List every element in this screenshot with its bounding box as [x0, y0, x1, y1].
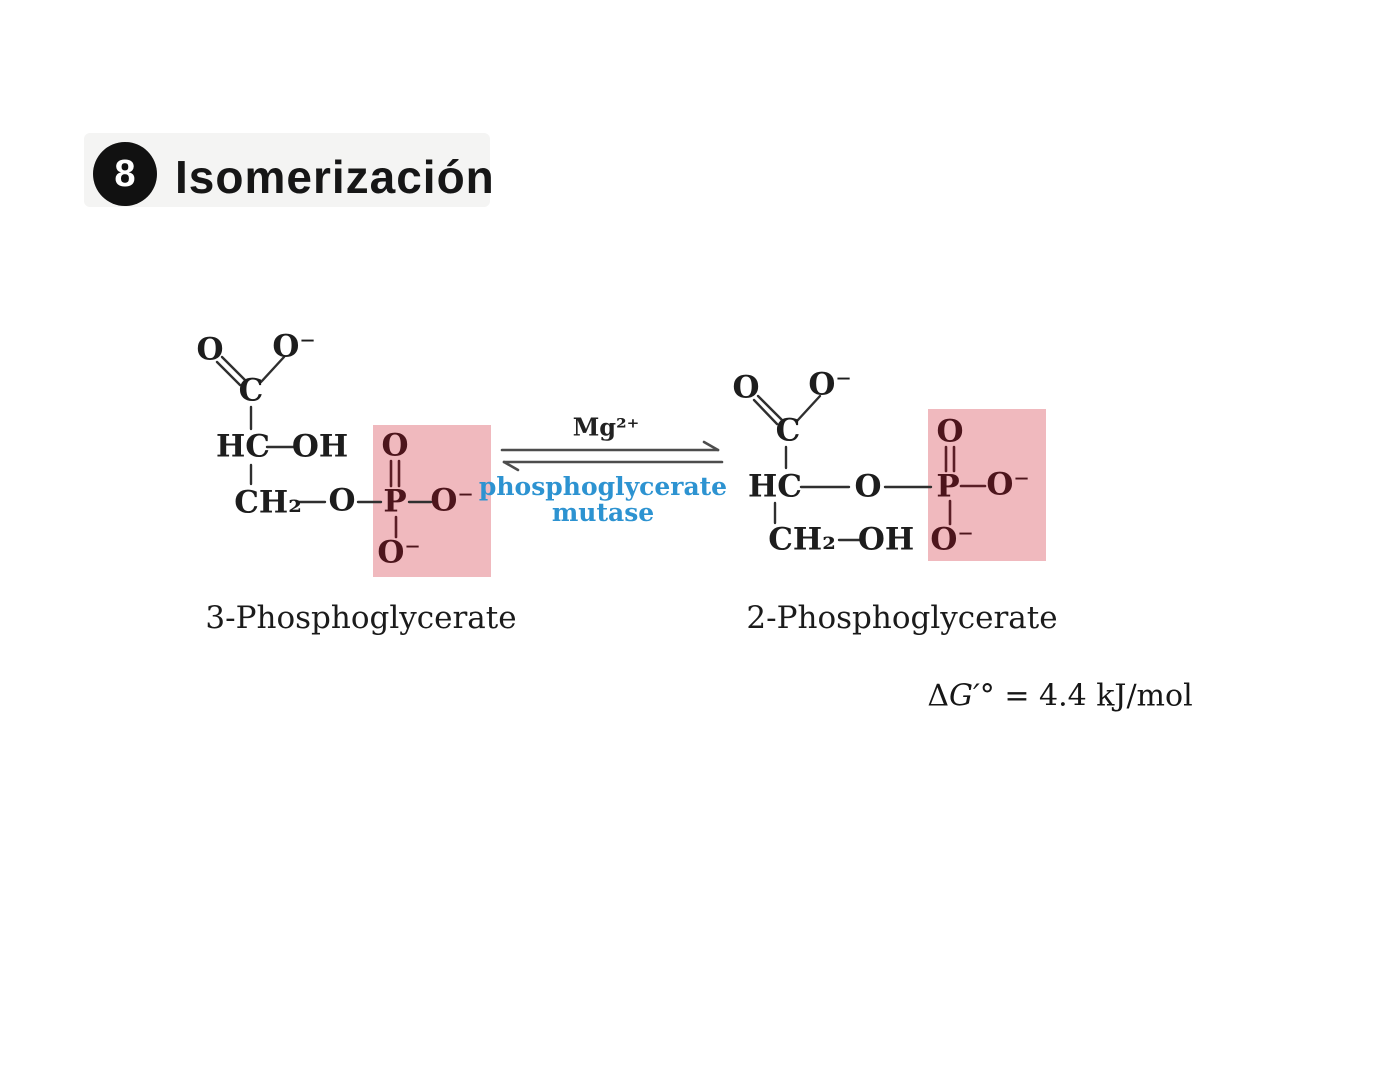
left-molecule-name: 3-Phosphoglycerate	[205, 600, 517, 636]
right-phosphate-bonds	[944, 445, 987, 526]
left-p-atom: P	[383, 483, 407, 520]
right-carbonyl-o-atom: O	[732, 369, 760, 406]
right-po-right-atom: O⁻	[986, 466, 1030, 503]
right-po-bottom-atom: O⁻	[930, 521, 974, 558]
right-oh-atom: OH	[857, 521, 915, 558]
delta-g-value: = 4.4 kJ/mol	[994, 678, 1193, 714]
enzyme-line2: mutase	[551, 498, 655, 527]
delta-symbol: Δ	[927, 678, 950, 714]
right-p-atom: P	[936, 468, 960, 505]
step-title: Isomerización	[175, 151, 495, 203]
right-ester-o-atom: O	[854, 468, 882, 505]
enzyme-line1: phosphoglycerate	[478, 472, 728, 501]
right-hc-atom: HC	[748, 468, 802, 505]
right-carboxylate-o-atom: O⁻	[808, 366, 852, 403]
right-ch2-atom: CH₂	[768, 521, 836, 558]
left-c1-atom: C	[238, 372, 264, 409]
equilibrium-arrows	[500, 440, 724, 472]
right-molecule-bonds	[752, 394, 933, 542]
phosphate-highlight-right	[928, 409, 1046, 561]
left-ch2-atom: CH₂	[234, 484, 302, 521]
enzyme-label: phosphoglycerate mutase	[479, 474, 727, 526]
g-symbol: G′°	[949, 678, 995, 714]
right-c1-atom: C	[775, 412, 801, 449]
cofactor-label: Mg²⁺	[572, 412, 640, 442]
left-po-top-atom: O	[381, 427, 409, 464]
left-hc-atom: HC	[216, 428, 270, 465]
left-carboxylate-o-atom: O⁻	[272, 328, 316, 365]
right-molecule-name: 2-Phosphoglycerate	[746, 600, 1058, 636]
left-phosphate-bonds	[389, 459, 401, 539]
phosphate-highlight-left	[373, 425, 491, 577]
left-carbonyl-o-atom: O	[196, 331, 224, 368]
left-ester-o-atom: O	[328, 482, 356, 519]
left-oh-atom: OH	[291, 428, 349, 465]
right-po-top-atom: O	[936, 413, 964, 450]
step-number-badge: 8	[93, 142, 157, 206]
left-molecule-bonds	[215, 355, 433, 504]
delta-g-label: ΔG′° = 4.4 kJ/mol	[927, 679, 1192, 714]
left-po-bottom-atom: O⁻	[377, 534, 421, 571]
left-po-right-atom: O⁻	[430, 482, 474, 519]
step-number: 8	[114, 152, 136, 195]
